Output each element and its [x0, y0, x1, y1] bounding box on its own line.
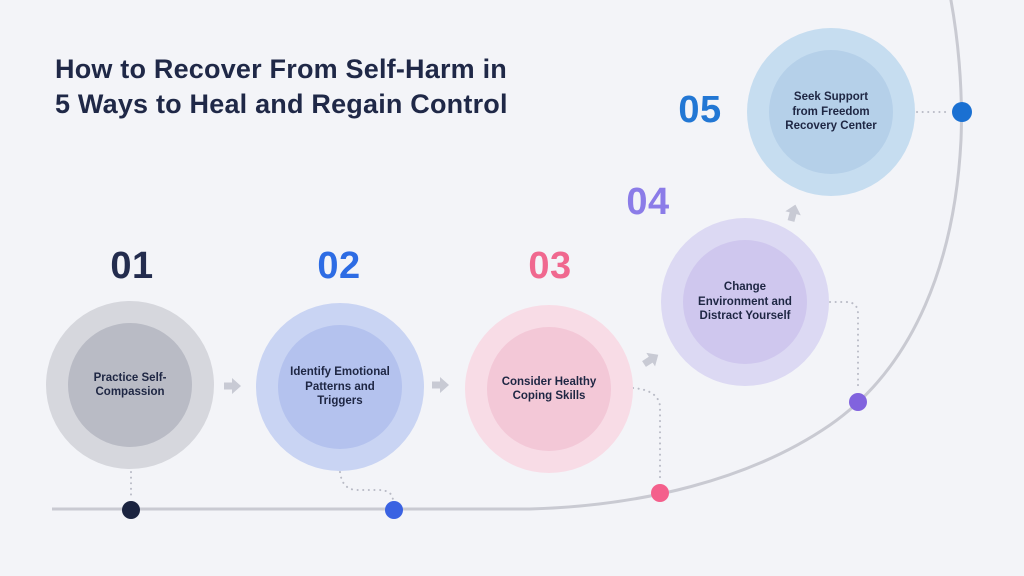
step5-label-line: Recovery Center: [785, 120, 877, 133]
step4-number: 04: [626, 181, 670, 223]
milestone-dot-step3: [651, 484, 669, 502]
step2-circle: Identify Emotional Patterns and Triggers: [256, 303, 424, 471]
step3-label: Consider Healthy Coping Skills: [491, 375, 607, 404]
connector-dotted-step4: [829, 301, 859, 391]
page-title-line1: How to Recover From Self-Harm in: [55, 54, 507, 84]
arrow-up-right-icon-step3-4: [642, 352, 659, 367]
step4-circle-inner: Change Environment and Distract Yourself: [683, 240, 807, 364]
step2-label-line: Identify Emotional: [290, 366, 390, 379]
step4-label-line: Change: [723, 281, 767, 294]
step5-label: Seek Support from Freedom Recovery Cente…: [773, 90, 889, 134]
step3-circle: Consider Healthy Coping Skills: [465, 305, 633, 473]
step2-circle-inner: Identify Emotional Patterns and Triggers: [278, 325, 402, 449]
milestone-dot-step2: [385, 501, 403, 519]
arrow-right-icon-step2-3: [432, 377, 449, 393]
step1-label-line: Practice Self-: [93, 371, 167, 384]
milestone-dot-step4: [849, 393, 867, 411]
step4-label-line: Distract Yourself: [699, 310, 791, 323]
milestone-dot-step5: [952, 102, 972, 122]
step1-circle-inner: Practice Self- Compassion: [68, 323, 192, 447]
step2-label-line: Patterns and: [305, 380, 375, 393]
step5-label-line: from Freedom: [792, 105, 870, 118]
step1-label-line: Compassion: [95, 386, 165, 398]
page-title-line2: 5 Ways to Heal and Regain Control: [55, 89, 508, 119]
step2-label: Identify Emotional Patterns and Triggers: [282, 365, 398, 409]
step4-label-line: Environment and: [698, 295, 792, 308]
arrow-right-icon-step1-2: [224, 378, 241, 394]
connector-dotted-step3: [632, 387, 661, 483]
arrow-up-icon-step4-5: [785, 204, 801, 222]
connector-dotted-step2: [339, 471, 394, 502]
step1-circle: Practice Self- Compassion: [46, 301, 214, 469]
step2-number: 02: [317, 245, 361, 287]
step5-number: 05: [678, 89, 722, 131]
step1-number: 01: [110, 245, 154, 287]
milestone-dot-step1: [122, 501, 140, 519]
step5-circle: Seek Support from Freedom Recovery Cente…: [747, 28, 915, 196]
step4-circle: Change Environment and Distract Yourself: [661, 218, 829, 386]
step5-circle-inner: Seek Support from Freedom Recovery Cente…: [769, 50, 893, 174]
step3-circle-inner: Consider Healthy Coping Skills: [487, 327, 611, 451]
step3-number: 03: [528, 245, 572, 287]
page-title: How to Recover From Self-Harm in 5 Ways …: [55, 52, 508, 122]
step3-label-line: Consider Healthy: [501, 375, 597, 388]
step2-label-line: Triggers: [317, 395, 363, 408]
step1-label: Practice Self- Compassion: [72, 371, 188, 400]
step4-label: Change Environment and Distract Yourself: [687, 280, 803, 324]
step3-label-line: Coping Skills: [512, 390, 586, 402]
step5-label-line: Seek Support: [793, 91, 869, 104]
